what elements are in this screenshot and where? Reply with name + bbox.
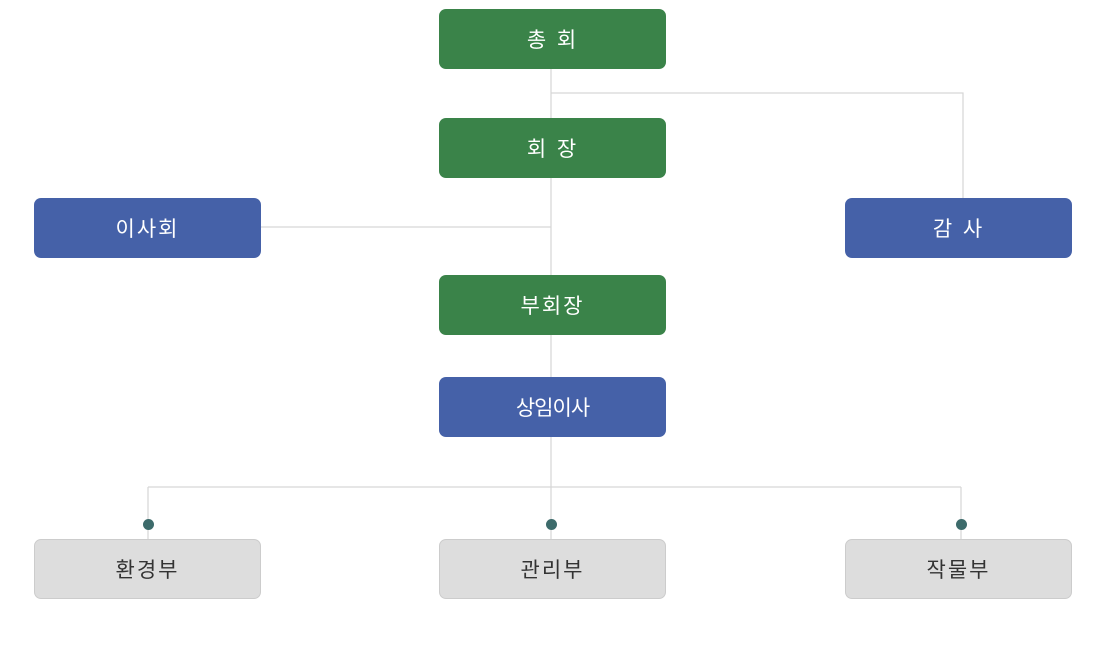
node-crops-dept-label: 작물부 xyxy=(926,558,991,582)
node-board[interactable]: 이사회 xyxy=(34,198,261,258)
node-environment-dept[interactable]: 환경부 xyxy=(34,539,261,599)
junction-dot-crops xyxy=(956,519,967,530)
line-assembly-auditor xyxy=(551,92,964,198)
node-management-dept-label: 관리부 xyxy=(520,558,585,582)
junction-dot-management xyxy=(546,519,557,530)
node-standing-director[interactable]: 상임이사 xyxy=(439,377,666,437)
node-board-label: 이사회 xyxy=(115,217,180,241)
junction-dot-environment xyxy=(143,519,154,530)
node-standing-director-label: 상임이사 xyxy=(515,396,590,420)
node-president-label: 회 장 xyxy=(526,137,579,161)
node-general-assembly-label: 총 회 xyxy=(526,28,579,52)
node-management-dept[interactable]: 관리부 xyxy=(439,539,666,599)
node-president[interactable]: 회 장 xyxy=(439,118,666,178)
node-environment-dept-label: 환경부 xyxy=(115,558,180,582)
node-vice-president-label: 부회장 xyxy=(520,294,585,318)
node-auditor[interactable]: 감 사 xyxy=(845,198,1072,258)
node-auditor-label: 감 사 xyxy=(932,217,985,241)
node-crops-dept[interactable]: 작물부 xyxy=(845,539,1072,599)
node-vice-president[interactable]: 부회장 xyxy=(439,275,666,335)
node-general-assembly[interactable]: 총 회 xyxy=(439,9,666,69)
